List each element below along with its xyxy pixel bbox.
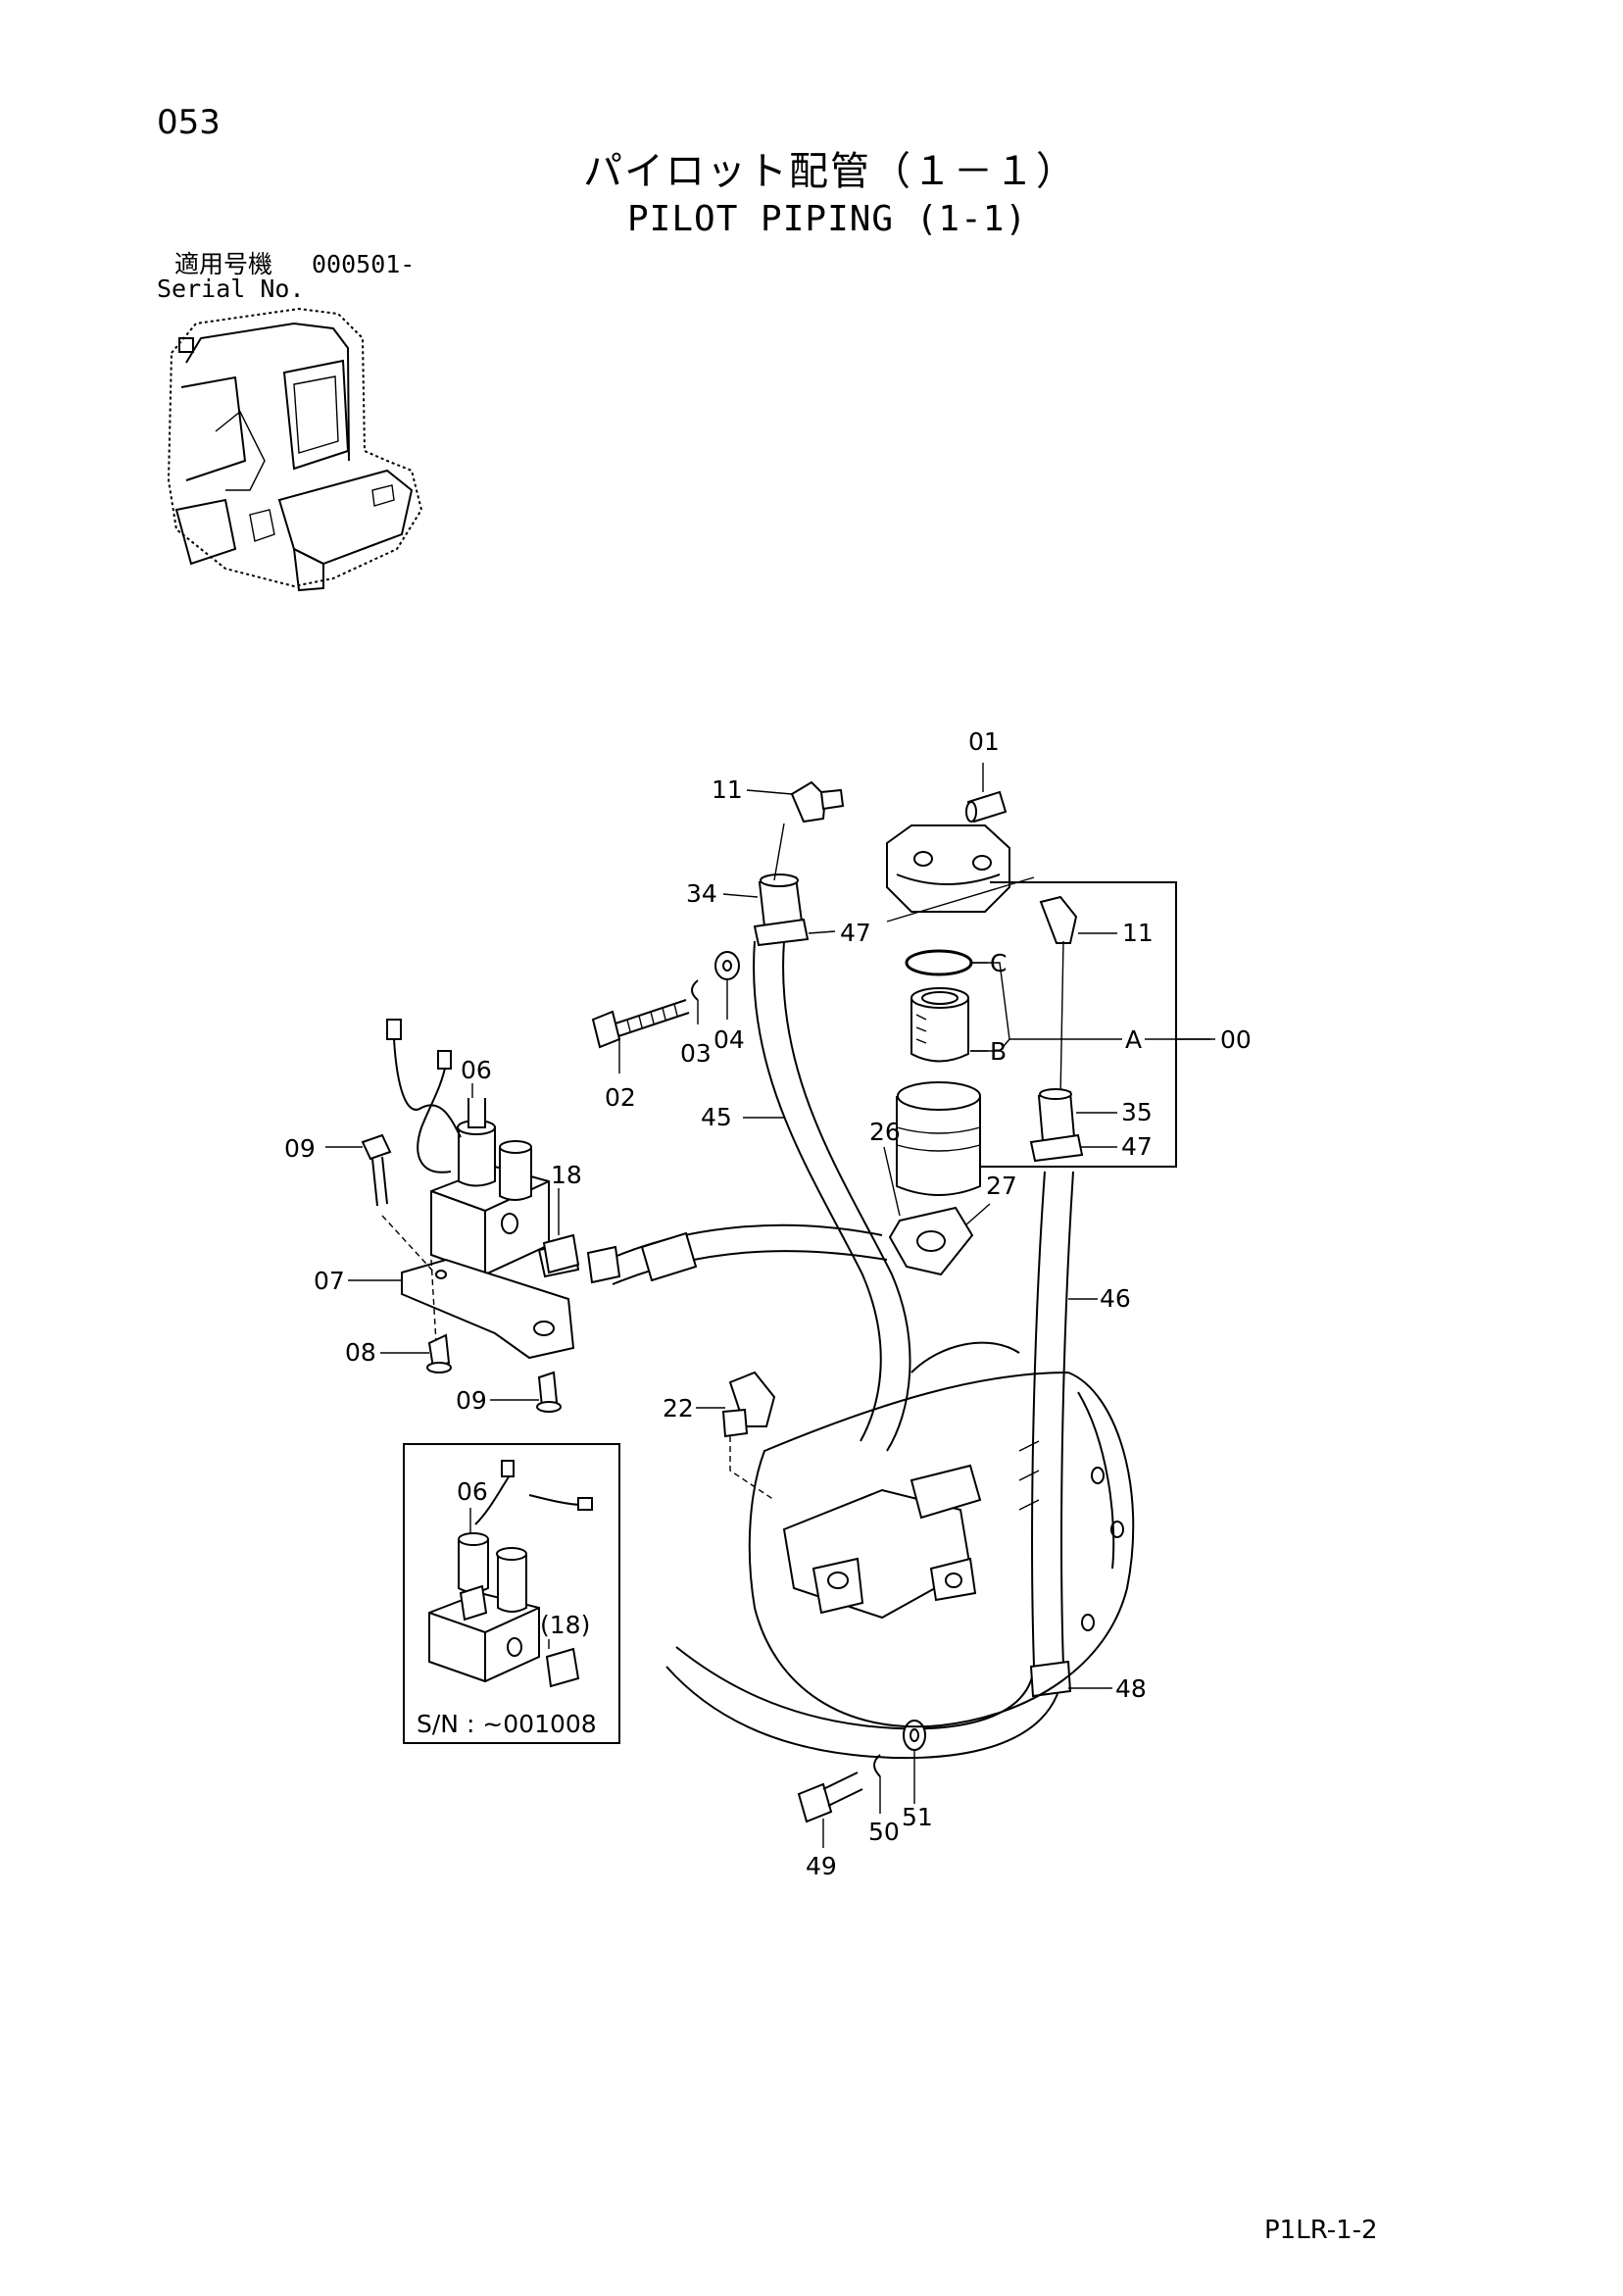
- callout-labels: 01 11 34 47 11 C B A 00 02 03 04 06 09 1…: [284, 727, 1252, 1880]
- callout-06-inset: 06: [457, 1477, 488, 1506]
- excavator-thumbnail: [167, 307, 423, 592]
- callout-08: 08: [345, 1338, 376, 1367]
- callout-48: 48: [1115, 1674, 1147, 1703]
- callout-18: 18: [551, 1161, 582, 1189]
- page-code: P1LR-1-2: [1264, 2216, 1378, 2245]
- serial-value: 000501-: [312, 250, 416, 278]
- bolts-washers: [591, 951, 926, 1823]
- callout-01: 01: [968, 727, 1000, 756]
- callout-49: 49: [806, 1852, 837, 1880]
- leader-lines: [325, 763, 1215, 1848]
- pilot-hoses: [537, 780, 1084, 1760]
- pilot-filter-assembly: [886, 790, 1177, 1276]
- inset-serial-note: S/N : ~001008: [417, 1710, 597, 1738]
- page-title-en: PILOT PIPING (1-1): [627, 199, 1028, 239]
- callout-09-top: 09: [284, 1134, 316, 1163]
- callout-47-right: 47: [1121, 1132, 1153, 1161]
- callout-07: 07: [314, 1267, 345, 1295]
- callout-C: C: [990, 949, 1007, 977]
- callout-11-left: 11: [712, 775, 743, 804]
- callout-34: 34: [686, 879, 717, 908]
- callout-B: B: [990, 1037, 1007, 1066]
- callout-22: 22: [663, 1394, 694, 1423]
- callout-50: 50: [868, 1818, 900, 1846]
- callout-03: 03: [680, 1039, 712, 1068]
- page-title-jp: パイロット配管（１－１）: [583, 149, 1077, 194]
- callout-11-right: 11: [1122, 919, 1154, 947]
- callout-04: 04: [713, 1025, 745, 1054]
- inset-early-serial: S/N : ~001008: [403, 1443, 620, 1744]
- callout-18-inset: (18): [540, 1611, 590, 1639]
- callout-00: 00: [1220, 1025, 1252, 1054]
- callout-51: 51: [902, 1803, 933, 1831]
- pump-body: [721, 1341, 1135, 1728]
- callout-35: 35: [1121, 1098, 1153, 1126]
- solenoid-valve-assembly: [361, 1019, 580, 1413]
- callout-09-lower: 09: [456, 1386, 487, 1415]
- callout-45: 45: [701, 1103, 732, 1131]
- callout-A: A: [1125, 1025, 1142, 1054]
- callout-27: 27: [986, 1172, 1017, 1200]
- callout-46: 46: [1100, 1284, 1131, 1313]
- callout-02: 02: [605, 1083, 636, 1112]
- callout-06: 06: [461, 1056, 492, 1084]
- page-number: 053: [157, 103, 221, 142]
- callout-26: 26: [869, 1118, 901, 1146]
- serial-label-en: Serial No.: [157, 275, 305, 303]
- serial-label-jp: 適用号機: [174, 250, 273, 278]
- callout-47-top: 47: [840, 919, 871, 947]
